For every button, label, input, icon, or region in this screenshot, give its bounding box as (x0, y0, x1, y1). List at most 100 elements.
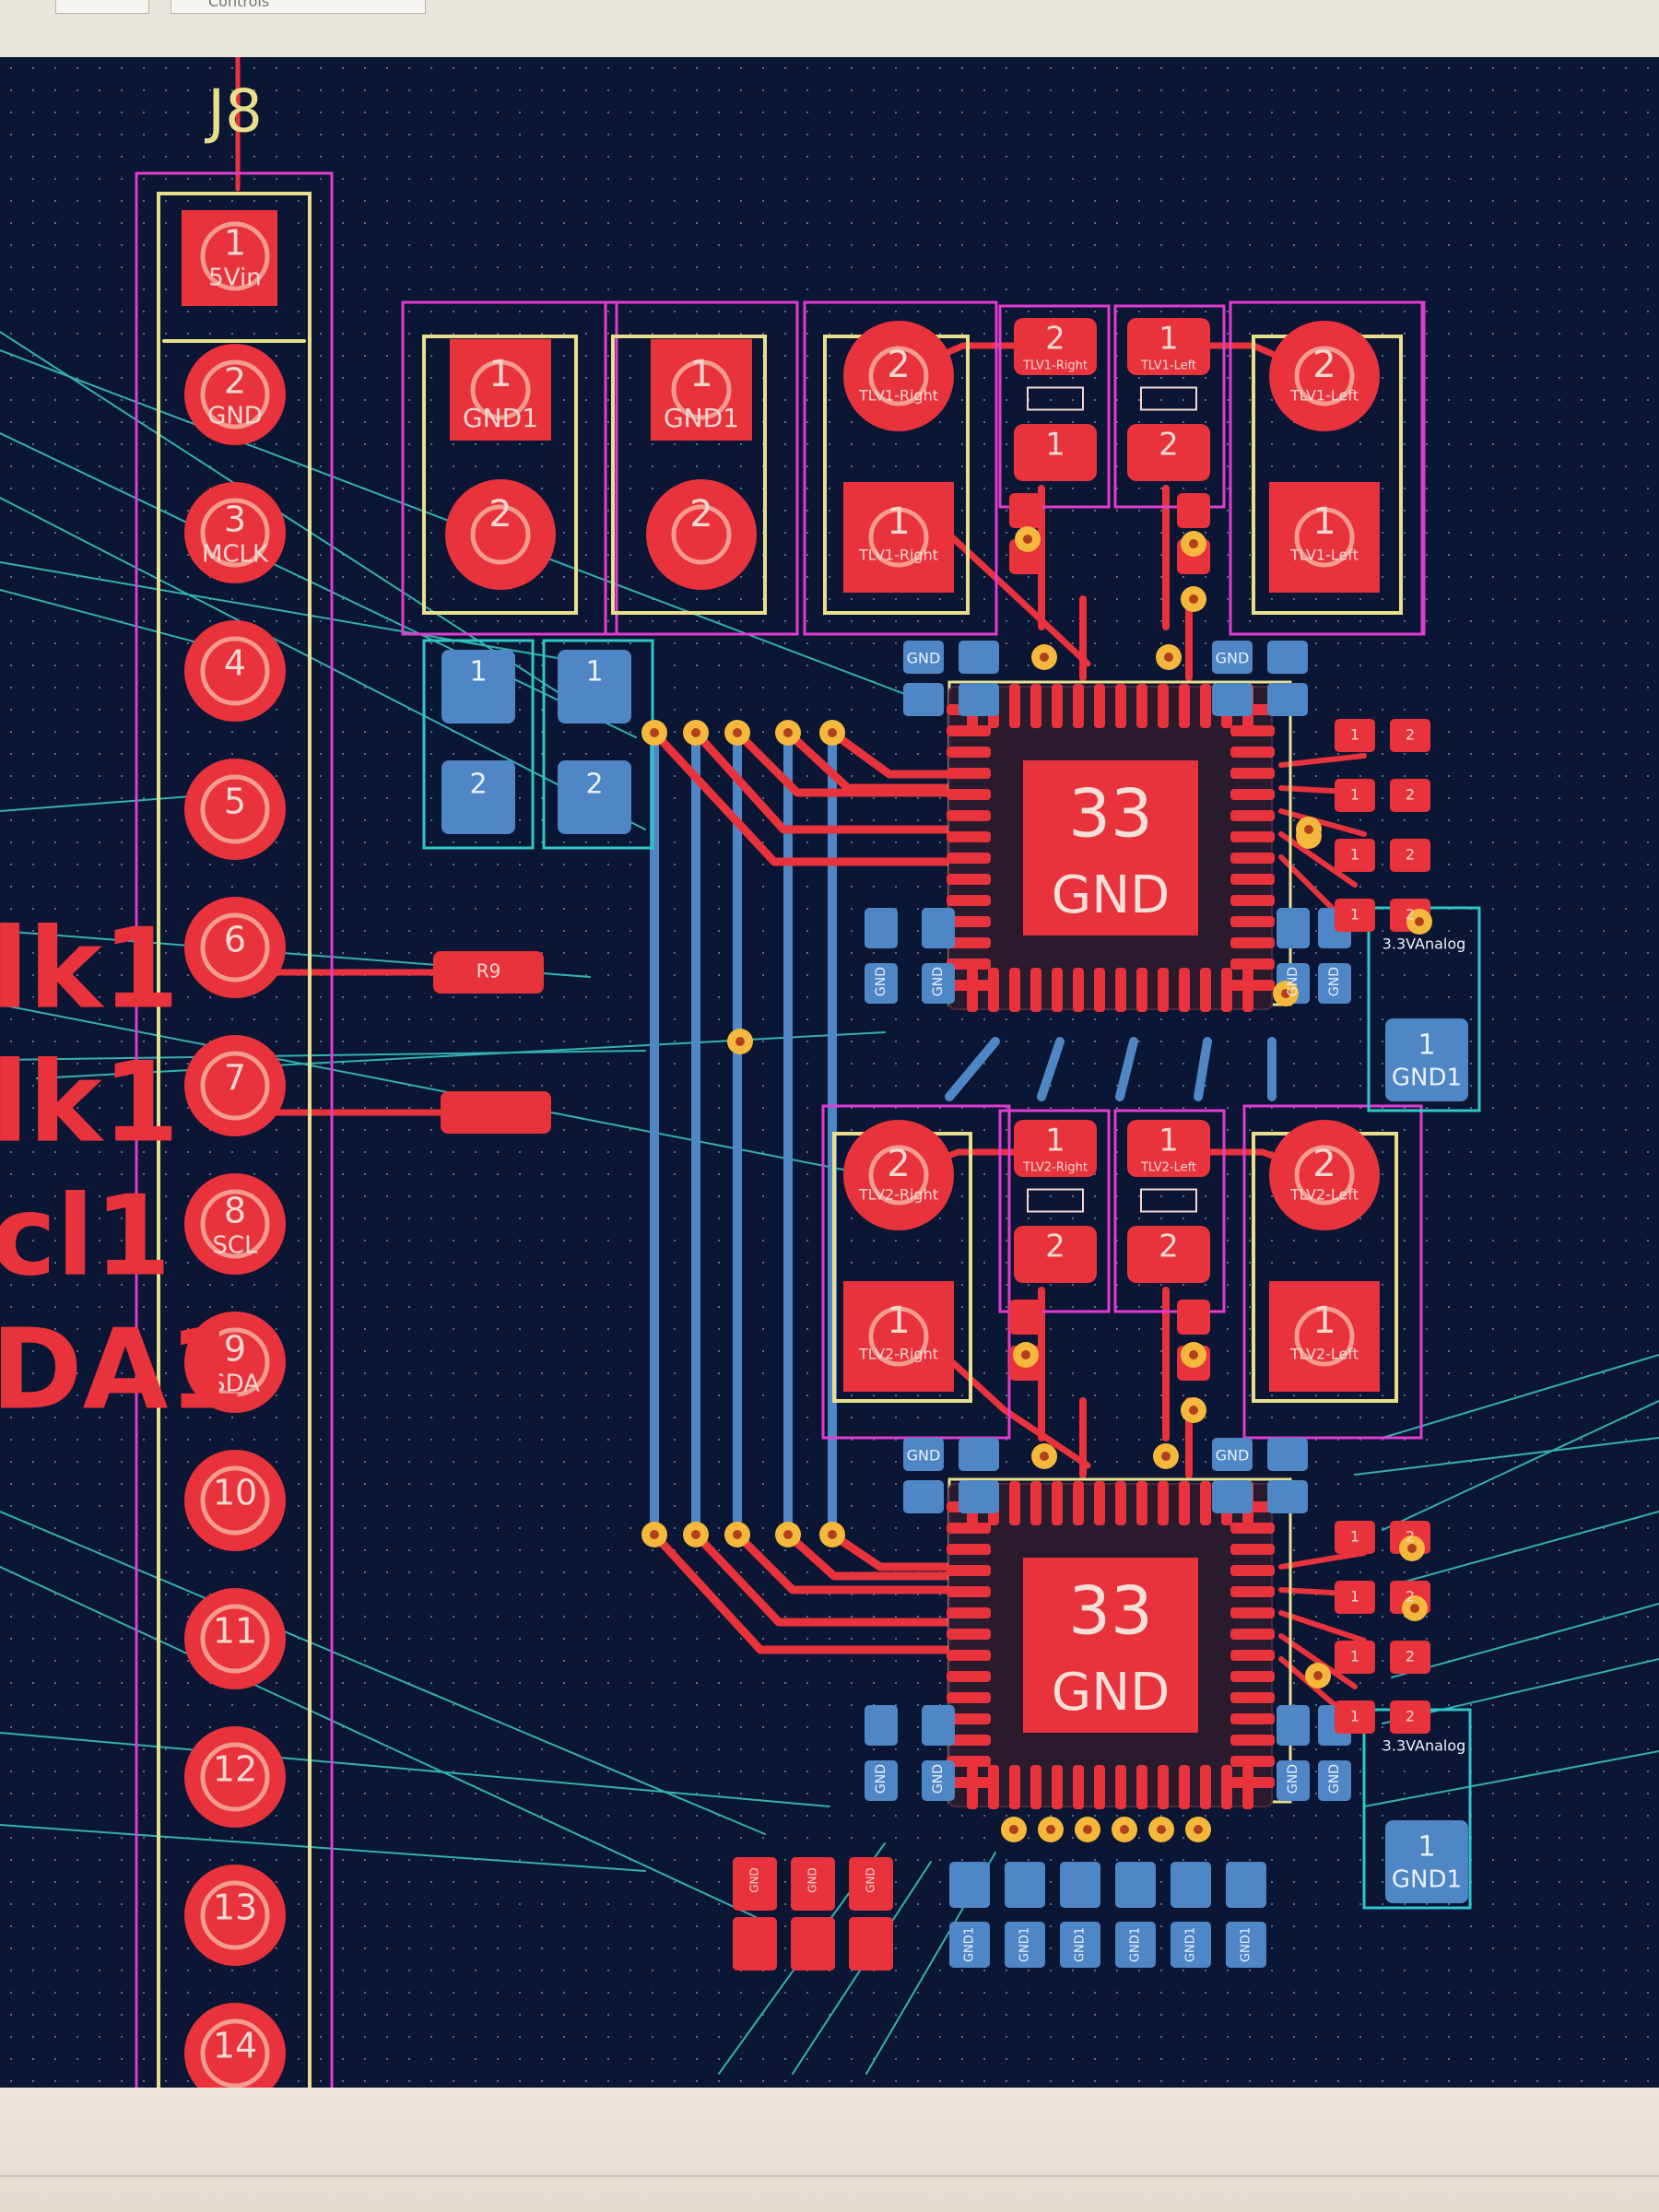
ic-pin-pad (1115, 1481, 1126, 1525)
ic-pin-pad (1073, 1765, 1084, 1809)
decoupling-cap-pad (1267, 1480, 1308, 1513)
decoupling-cap-pad (1005, 1862, 1045, 1908)
ic-pin-pad (947, 831, 991, 842)
front-copper-trace (691, 728, 959, 834)
small-pad-net-label: GND (806, 1867, 819, 1893)
header-pin-drill (200, 1742, 270, 1812)
ic-pad-net-label: GND (1052, 1663, 1170, 1723)
decoupling-cap-pad (865, 1760, 898, 1801)
jack-net-label: TLV2-Right (858, 1346, 938, 1363)
jack-pad-round (843, 1120, 954, 1230)
ic-pin-pad (947, 1586, 991, 1597)
ic-pad-number: 33 (1068, 1572, 1153, 1650)
header-pin-pad (184, 1173, 286, 1275)
jack-pad-round (646, 479, 757, 590)
cap-pin-number: 1 (585, 656, 603, 688)
ratsnest-line (0, 497, 646, 830)
decoupling-cap-pad (1277, 1705, 1310, 1746)
decoupling-cap-pad (959, 641, 999, 674)
ic-pin-pad (1230, 874, 1275, 885)
analog-cap-pin-number: 1 (1418, 1831, 1435, 1864)
resistor-array-pad (1390, 839, 1430, 872)
ic-pin-pad (988, 968, 999, 1012)
toolbar-dropdown-label: Controls (208, 0, 270, 10)
ic-pin-pad (1052, 968, 1063, 1012)
ic-pin-pad (1230, 1586, 1275, 1597)
ratsnest-line (0, 561, 591, 665)
header-pin-drill (200, 2018, 270, 2088)
resistor-pad (433, 951, 544, 994)
resistor-body-mark (1027, 1188, 1084, 1213)
via-drill (733, 728, 742, 737)
ic-pin-pad (1073, 684, 1084, 728)
resistor-array-pad (1335, 1700, 1375, 1734)
toolbar-dropdown[interactable]: Controls (171, 0, 426, 14)
cap-pad (558, 760, 631, 834)
ic-pin-pad (1030, 684, 1041, 728)
jack-pin-number: 2 (488, 493, 512, 535)
ic-pin-pad (947, 980, 991, 991)
jack-pad-square (1269, 1281, 1380, 1392)
via-drill (783, 728, 793, 737)
ic-pin-pad (1136, 1481, 1147, 1525)
ic-pin-pad (1179, 1481, 1190, 1525)
decoupling-cap-pad (1115, 1862, 1156, 1908)
resistor-courtyard-outline (1113, 1109, 1226, 1313)
front-copper-trace (650, 728, 959, 866)
header-pin-drill (200, 1465, 270, 1535)
ic-pin-pad (1230, 831, 1275, 842)
ic-pin-pad (1009, 684, 1020, 728)
decoupling-cap-pad (903, 683, 944, 716)
ic-pin-pad (1158, 1481, 1169, 1525)
jack-pad-drill (868, 346, 929, 406)
ic-pin-pad (1230, 1650, 1275, 1661)
back-copper-trace (1115, 1037, 1138, 1101)
header-pin-drill (200, 1189, 270, 1259)
ic-pin-pad (1030, 1765, 1041, 1809)
jack-pad-square (843, 482, 954, 593)
header-pin-drill (200, 221, 270, 291)
header-pin-pad (184, 482, 286, 583)
ic-pin-pad (1230, 1629, 1275, 1640)
jack-courtyard-outline (604, 300, 799, 636)
decoupling-cap-pad (1277, 1760, 1310, 1801)
resistor-array-pad (733, 1857, 777, 1911)
resistor-pin-number: 2 (1045, 321, 1065, 358)
net-label: cl1 (0, 1173, 171, 1301)
small-pad-pin-number: 2 (1406, 1528, 1415, 1546)
small-pad-net-label: GND1 (1074, 1927, 1088, 1962)
resistor-pin-number: 1 (1159, 1123, 1179, 1159)
resistor-array-pad (1390, 1700, 1430, 1734)
resistor-net-label: TLV1-Left (1140, 359, 1196, 373)
small-resistor-pad (1177, 1300, 1210, 1335)
small-pad-net-label: GND (907, 650, 941, 667)
ic-pin-pad (1052, 1765, 1063, 1809)
resistor-pad (1014, 1120, 1097, 1177)
via-drill (1410, 1604, 1419, 1613)
decoupling-cap-pad (1005, 1922, 1045, 1968)
header-pin-net-label: GND (207, 403, 263, 430)
jack-net-label: TLV2-Left (1289, 1186, 1359, 1204)
via-drill (1415, 917, 1424, 926)
small-pad-pin-number: 1 (1350, 1528, 1359, 1546)
small-pad-net-label: GND1 (963, 1927, 977, 1962)
decoupling-cap-pad (865, 1705, 898, 1746)
decoupling-cap-pad (903, 1480, 944, 1513)
ratsnest-line (0, 432, 637, 738)
ic-pin-pad (1221, 968, 1232, 1012)
ic-pin-pad (1200, 684, 1211, 728)
decoupling-cap-pad (1212, 641, 1253, 674)
jack-pad-drill (671, 504, 732, 565)
pcb-canvas[interactable]: 15Vin2GND3MCLK45678SCL9SDA1011121314J8lk… (0, 57, 1659, 2088)
ic-pin-pad (1052, 684, 1063, 728)
ic-pin-pad (1230, 980, 1275, 991)
decoupling-cap-pad (1115, 1922, 1156, 1968)
toolbar-button[interactable] (55, 0, 149, 14)
small-pad-net-label: GND1 (1240, 1927, 1253, 1962)
jack-pad-drill (868, 1306, 929, 1367)
small-resistor-pad (1177, 493, 1210, 528)
jack-pin-number: 1 (887, 1300, 910, 1342)
decoupling-cap-pad (949, 1862, 990, 1908)
small-pad-net-label: GND (1286, 967, 1300, 996)
ic-pin-pad (1158, 684, 1169, 728)
